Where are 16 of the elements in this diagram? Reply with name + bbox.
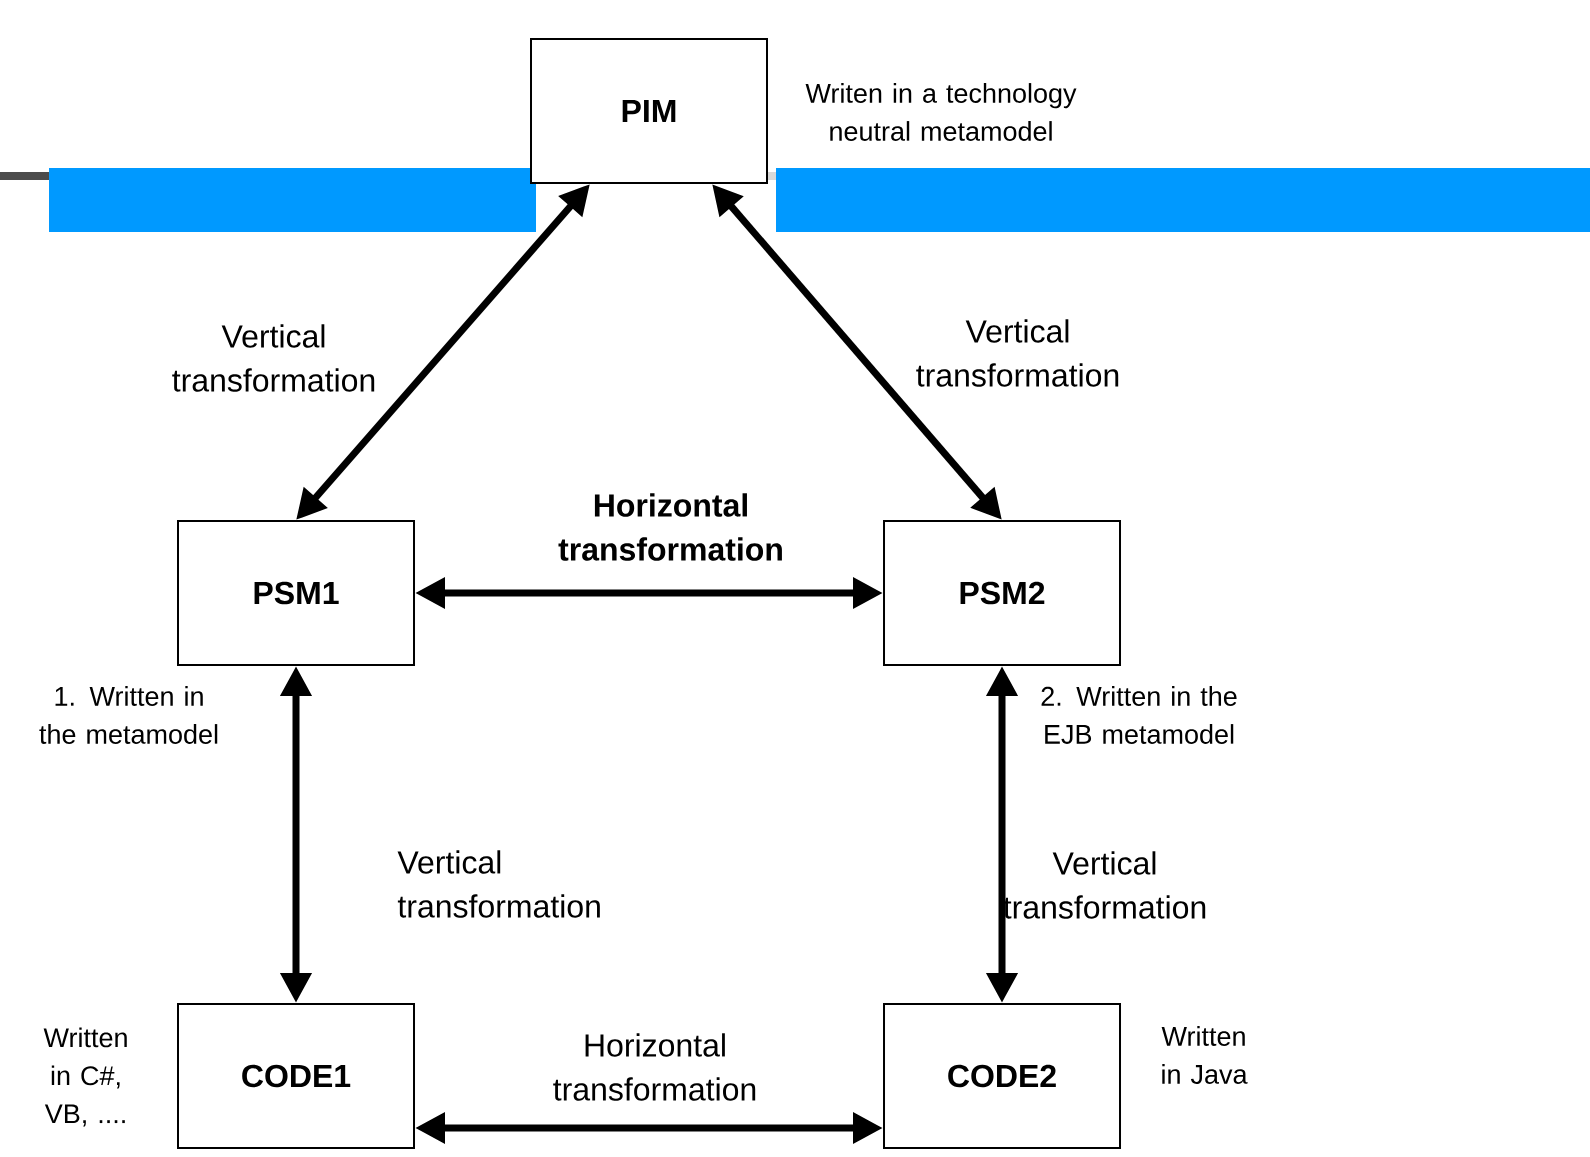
process-box: PIM	[530, 38, 768, 184]
edge-label: Horizontal transformation	[553, 1033, 756, 1101]
process-box: CODE2	[883, 1003, 1121, 1149]
edge-label: Vertical transformation	[916, 319, 1119, 387]
process-box: CODE1	[177, 1003, 415, 1149]
note: Writen in a technology neutral metamodel	[805, 83, 1077, 141]
note: 2. Written in the EJB metamodel	[1041, 686, 1237, 744]
edge-label: Vertical transformation	[397, 850, 600, 918]
note: Written in C#, VB, ....	[43, 1027, 127, 1127]
edge-label: Horizontal transformation	[558, 493, 782, 561]
process-box: PSM2	[883, 520, 1121, 666]
edge-label: Vertical transformation	[172, 324, 375, 392]
note: Written in Java	[1161, 1026, 1248, 1084]
edge-label: Vertical transformation	[1003, 851, 1206, 919]
process-box: PSM1	[177, 520, 415, 666]
note: 1. Written in the metamodel	[39, 686, 218, 744]
